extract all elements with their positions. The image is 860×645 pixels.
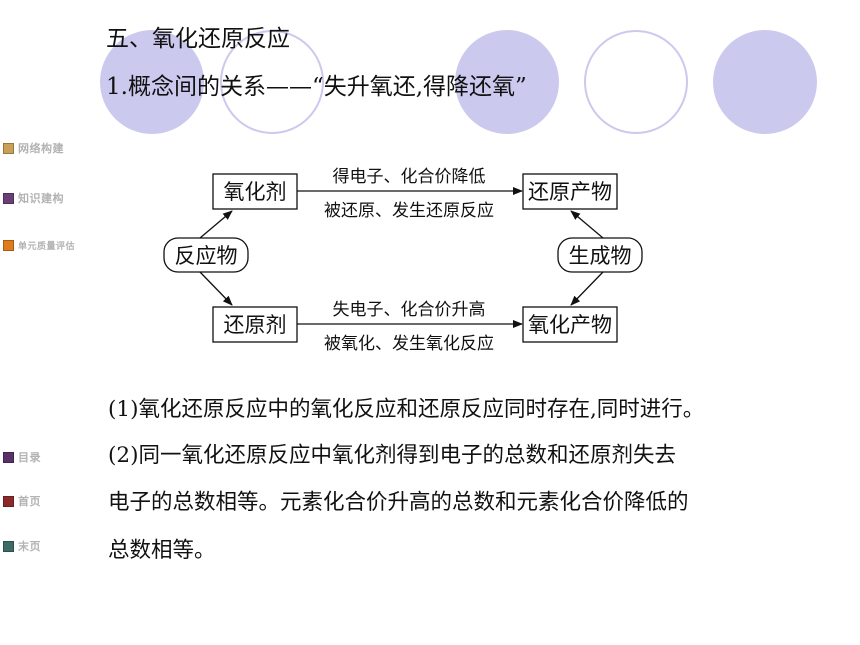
arrow-reactants-to-oxidant bbox=[199, 210, 233, 239]
nav-home-label: 首页 bbox=[18, 495, 41, 508]
nav-knowledge-label: 知识建构 bbox=[18, 192, 64, 205]
top-arrow-label-upper: 得电子、化合价降低 bbox=[333, 167, 486, 187]
nav-network[interactable]: 网络构建 bbox=[3, 140, 64, 156]
nav-last-icon bbox=[3, 540, 14, 552]
oxidant-label: 氧化剂 bbox=[224, 180, 287, 204]
nav-knowledge[interactable]: 知识建构 bbox=[3, 190, 64, 206]
reduction-product-box bbox=[522, 173, 618, 210]
products-label: 生成物 bbox=[569, 244, 632, 268]
nav-last-label: 末页 bbox=[18, 540, 41, 553]
arrow-products-to-oxidation-product bbox=[570, 271, 604, 306]
paragraph-2-line-1: (2)同一氧化还原反应中氧化剂得到电子的总数和还原剂失去 bbox=[108, 443, 676, 468]
nav-unit-evaluation-label: 单元质量评估 bbox=[18, 242, 76, 252]
reductant-label: 还原剂 bbox=[224, 313, 287, 337]
nav-network-icon bbox=[3, 142, 14, 154]
nav-contents-icon bbox=[3, 451, 14, 463]
decor-circle-1 bbox=[100, 30, 204, 134]
oxidation-product-label: 氧化产物 bbox=[528, 313, 612, 337]
nav-home[interactable]: 首页 bbox=[3, 493, 41, 509]
decor-circle-5 bbox=[713, 30, 817, 134]
nav-last[interactable]: 末页 bbox=[3, 538, 41, 554]
reactants-label: 反应物 bbox=[175, 244, 238, 268]
reductant-box bbox=[212, 306, 298, 343]
bottom-arrow-label-upper: 失电子、化合价升高 bbox=[333, 300, 486, 320]
decor-circle-4 bbox=[584, 30, 688, 134]
bottom-arrow-label-lower: 被氧化、发生氧化反应 bbox=[324, 334, 494, 354]
oxidant-box bbox=[212, 173, 298, 210]
nav-unit-evaluation[interactable]: 单元质量评估 bbox=[3, 239, 75, 252]
oxidation-product-box bbox=[522, 306, 618, 343]
reduction-product-label: 还原产物 bbox=[528, 180, 612, 204]
decor-circle-3 bbox=[455, 30, 559, 134]
section-subtitle: 1.概念间的关系——“失升氧还,得降还氧” bbox=[106, 74, 527, 100]
nav-contents-label: 目录 bbox=[18, 451, 41, 464]
arrow-reactants-to-reductant bbox=[199, 271, 233, 306]
paragraph-2-line-3: 总数相等。 bbox=[108, 538, 216, 563]
paragraph-1: (1)氧化还原反应中的氧化反应和还原反应同时存在,同时进行。 bbox=[108, 397, 705, 422]
paragraph-2-line-2: 电子的总数相等。元素化合价升高的总数和元素化合价降低的 bbox=[108, 490, 689, 515]
products-box bbox=[557, 237, 643, 273]
decor-circle-2 bbox=[220, 30, 324, 134]
nav-home-icon bbox=[3, 495, 14, 507]
reactants-box bbox=[163, 237, 249, 273]
nav-knowledge-icon bbox=[3, 192, 14, 204]
top-arrow-label-lower: 被还原、发生还原反应 bbox=[324, 201, 494, 221]
nav-network-label: 网络构建 bbox=[18, 142, 64, 155]
nav-unit-evaluation-icon bbox=[3, 240, 14, 251]
section-title: 五、氧化还原反应 bbox=[106, 26, 290, 52]
arrow-products-to-reduction-product bbox=[570, 210, 604, 239]
nav-contents[interactable]: 目录 bbox=[3, 449, 41, 465]
